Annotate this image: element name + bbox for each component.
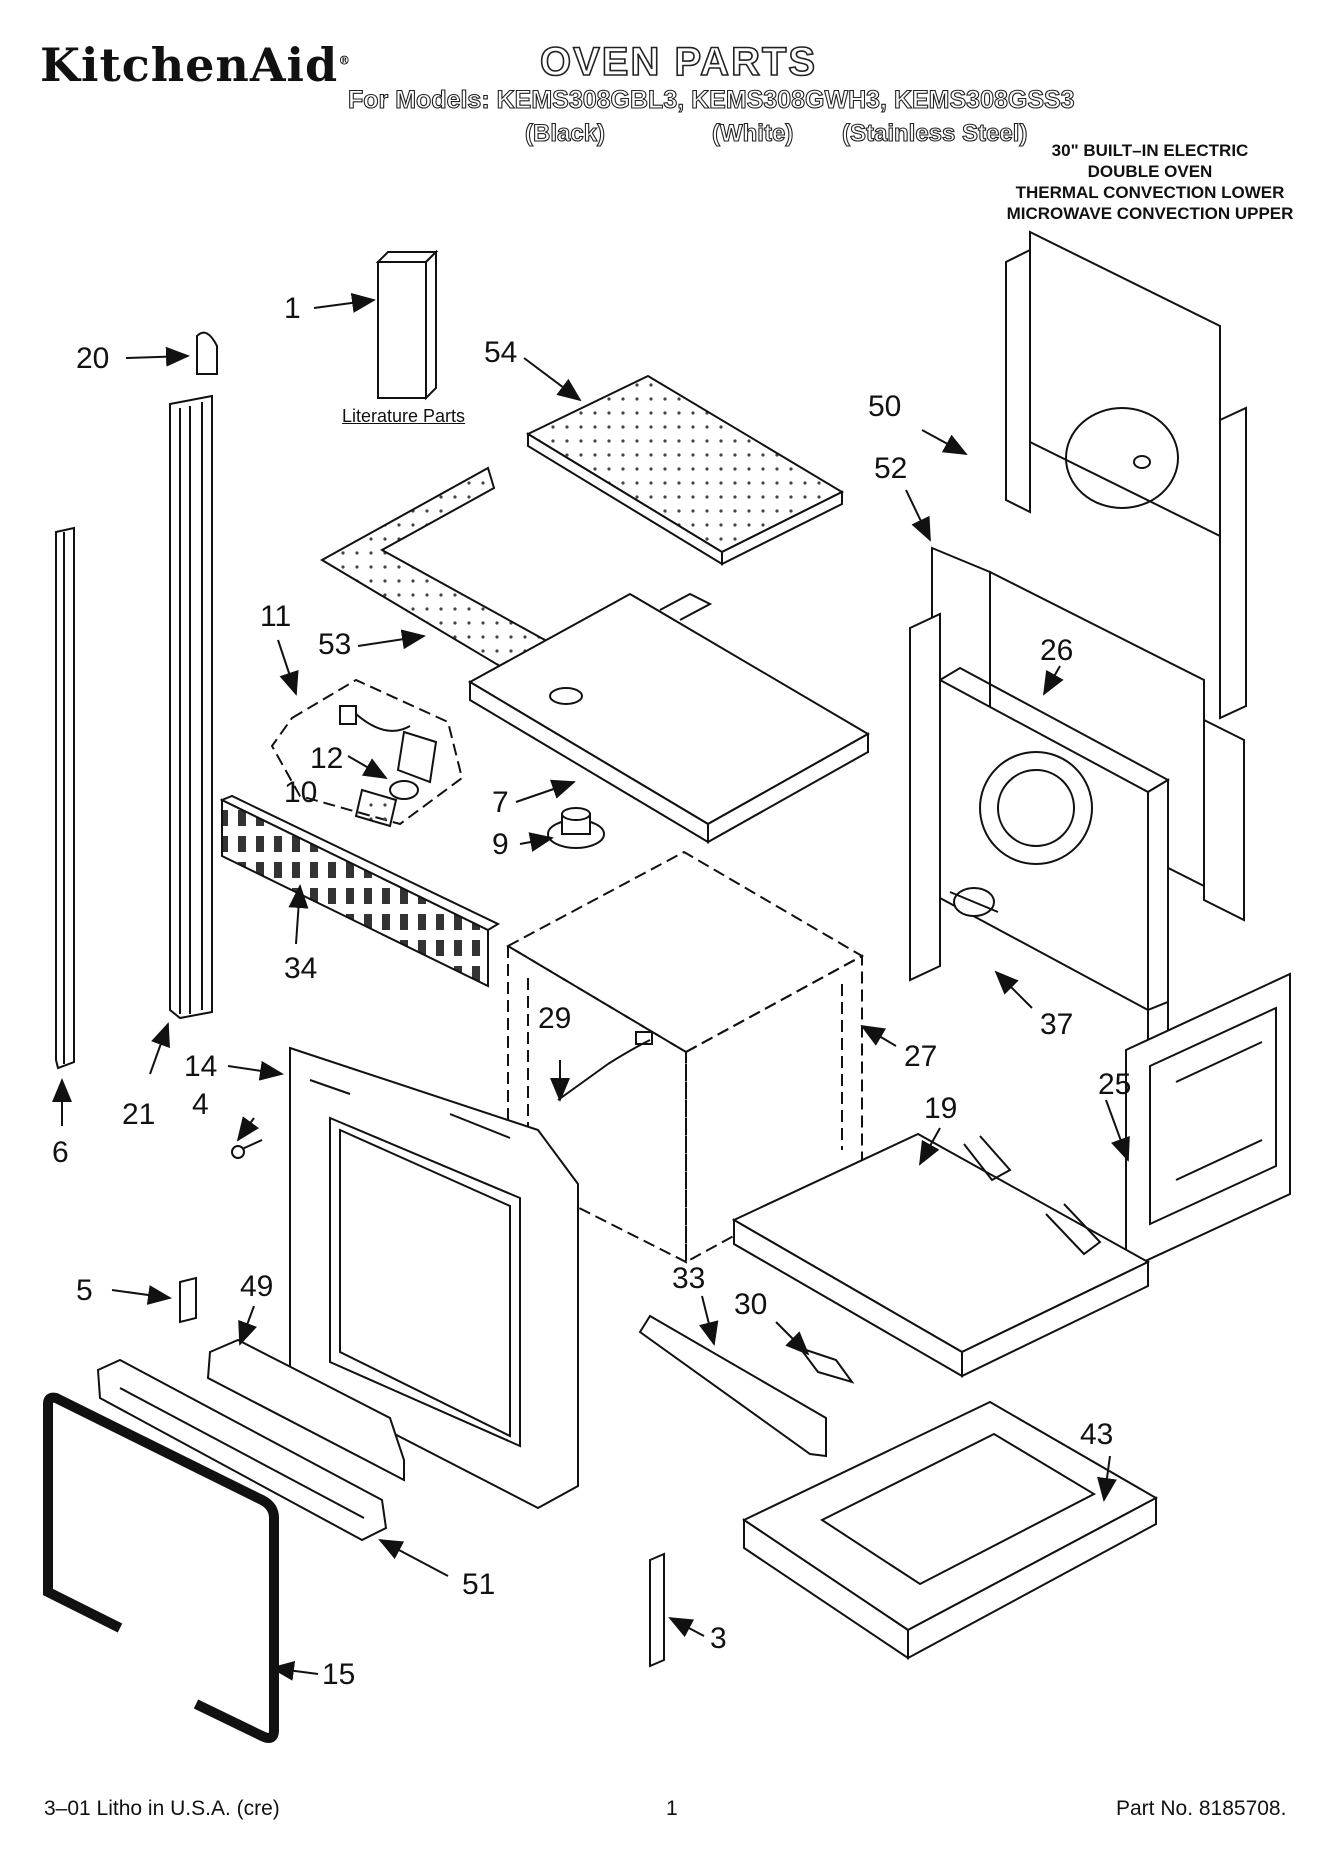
callout-7: 7 — [492, 786, 509, 819]
description-line: 30" BUILT–IN ELECTRIC — [1051, 141, 1249, 160]
models-line: For Models: KEMS308GBL3, KEMS308GWH3, KE… — [347, 85, 1075, 114]
variant-stainless: (Stainless Steel) — [841, 119, 1028, 147]
part-27-oven-cavity — [505, 850, 865, 1264]
part-11-lamp-assembly — [270, 678, 464, 828]
brand-logo: KitchenAid® — [40, 38, 352, 92]
part-49-bracket — [206, 1338, 405, 1482]
callout-54: 54 — [484, 336, 518, 369]
callout-27: 27 — [904, 1040, 938, 1073]
callout-12: 12 — [310, 742, 344, 775]
part-51-lower-trim — [96, 1358, 388, 1542]
part-20-cap — [196, 331, 218, 375]
variant-black: (Black) — [524, 119, 606, 147]
part-43-bottom-pan — [741, 1400, 1159, 1660]
callout-20: 20 — [76, 342, 110, 375]
callout-14: 14 — [184, 1050, 218, 1083]
part-15-door-gasket — [43, 1392, 279, 1743]
variant-white: (White) — [711, 119, 794, 147]
part-5-clip — [179, 1276, 197, 1324]
callout-11: 11 — [260, 600, 292, 633]
description-line: THERMAL CONVECTION LOWER — [1015, 183, 1285, 202]
callout-52: 52 — [874, 452, 908, 485]
literature-parts-label: Literature Parts — [342, 406, 466, 426]
callout-4: 4 — [192, 1088, 209, 1121]
part-34-vent-grille — [219, 794, 501, 988]
part-26-cavity-side — [909, 612, 1171, 1046]
part-25-side-panel — [1125, 972, 1291, 1272]
callout-33: 33 — [672, 1262, 706, 1295]
part-3-hinge — [649, 1552, 665, 1668]
callout-21: 21 — [122, 1098, 156, 1131]
callout-50: 50 — [868, 390, 902, 423]
part-4-screw — [231, 1139, 263, 1159]
callout-1: 1 — [284, 292, 301, 325]
footer-page-number: 1 — [666, 1797, 678, 1820]
part-21-side-trim — [169, 394, 213, 1020]
callout-25: 25 — [1098, 1068, 1132, 1101]
page-title: OVEN PARTS — [539, 39, 818, 85]
callout-34: 34 — [284, 952, 318, 985]
callout-5: 5 — [76, 1274, 93, 1307]
callout-26: 26 — [1040, 634, 1074, 667]
description-line: DOUBLE OVEN — [1087, 162, 1213, 181]
footer-part-number: Part No. 8185708. — [1116, 1797, 1287, 1820]
product-description: 30" BUILT–IN ELECTRIC DOUBLE OVEN THERMA… — [980, 140, 1320, 224]
leader-lines — [52, 292, 1130, 1681]
part-29-sensor — [557, 1031, 653, 1101]
callout-10: 10 — [284, 776, 318, 809]
part-30-bracket — [797, 1346, 855, 1384]
part-7-top-tray — [467, 592, 871, 844]
callout-19: 19 — [924, 1092, 958, 1125]
part-6-trim-strip — [55, 526, 75, 1070]
callout-3: 3 — [710, 1622, 727, 1655]
callout-53: 53 — [318, 628, 352, 661]
part-9-motor — [547, 807, 605, 849]
callout-15: 15 — [322, 1658, 356, 1691]
callout-51: 51 — [462, 1568, 496, 1601]
part-33-channel — [638, 1314, 827, 1458]
part-37-thermostat — [949, 887, 999, 917]
part-literature-book — [375, 249, 439, 401]
callout-49: 49 — [240, 1270, 274, 1303]
part-50-rear-panel — [1005, 230, 1247, 720]
footer-litho: 3–01 Litho in U.S.A. (cre) — [44, 1797, 280, 1820]
callout-6: 6 — [52, 1136, 69, 1169]
part-19-bottom-tray — [731, 1132, 1151, 1378]
description-line: MICROWAVE CONVECTION UPPER — [1006, 204, 1294, 223]
callout-43: 43 — [1080, 1418, 1114, 1451]
callout-9: 9 — [492, 828, 509, 861]
callout-29: 29 — [538, 1002, 572, 1035]
callout-37: 37 — [1040, 1008, 1074, 1041]
callout-30: 30 — [734, 1288, 768, 1321]
